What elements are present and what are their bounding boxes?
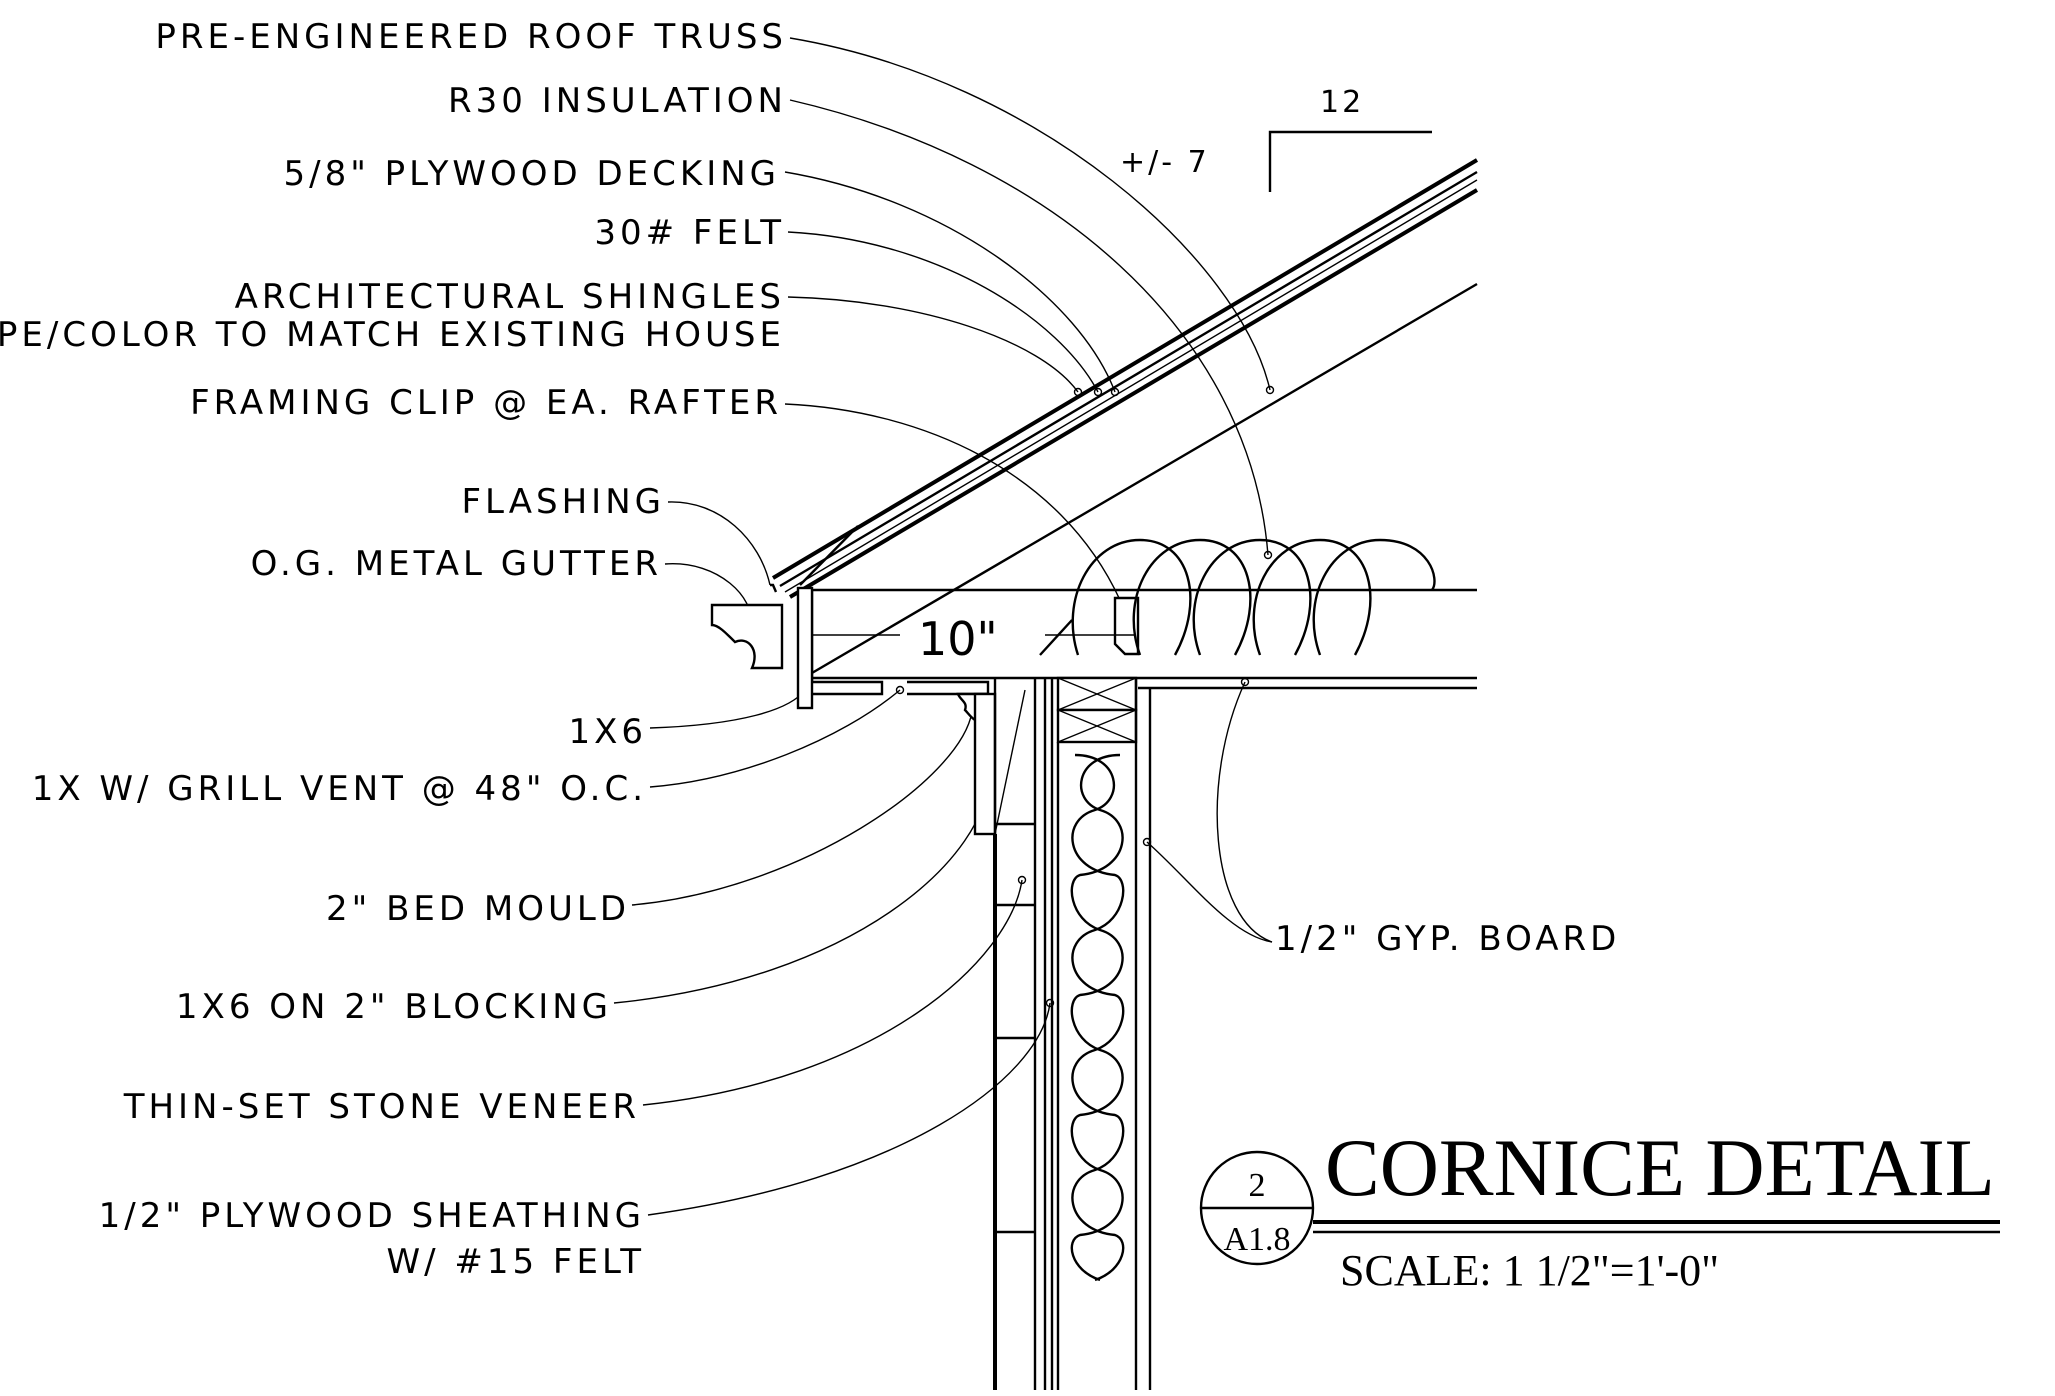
leader-dot (1045, 998, 1055, 1008)
leader-dot (1093, 387, 1103, 397)
label-gyp-board: 1/2" GYP. BOARD (1275, 919, 1620, 959)
leader-sheathing (647, 1002, 1051, 1216)
wall-batt-insulation (1070, 753, 1125, 1282)
slope-rise: +/- 7 (1120, 145, 1210, 180)
leader-grill-vent (649, 689, 901, 788)
leader-gyp-wall (1146, 841, 1273, 943)
slope-run: 12 (1320, 85, 1364, 120)
framing-clip (1113, 596, 1140, 656)
label-felt-30: 30# FELT (594, 213, 785, 253)
leader-decking (784, 171, 1116, 393)
label-stone-veneer: THIN-SET STONE VENEER (123, 1087, 640, 1127)
detail-number: 2 (1249, 1167, 1266, 1204)
leader-gyp-ceiling (1216, 681, 1273, 943)
label-felt-15: W/ #15 FELT (386, 1242, 645, 1282)
leader-bed-mould (631, 711, 973, 906)
leader-insulation (789, 99, 1269, 556)
label-framing-clip: FRAMING CLIP @ EA. RAFTER (190, 383, 782, 423)
label-architectural-shingles: ARCHITECTURAL SHINGLES (235, 277, 785, 317)
leader-flashing (667, 501, 771, 586)
title-block: 2 A1.8 CORNICE DETAIL SCALE: 1 1/2"=1'-0… (1199, 1122, 2000, 1295)
label-plywood-sheathing: 1/2" PLYWOOD SHEATHING (99, 1196, 645, 1236)
label-1x6-blocking: 1X6 ON 2" BLOCKING (176, 987, 612, 1027)
leader-1x6 (649, 689, 806, 729)
leader-felt-30 (787, 231, 1099, 393)
label-metal-gutter: O.G. METAL GUTTER (251, 544, 662, 584)
slope-indicator: 12 +/- 7 (1120, 85, 1432, 192)
leader-dot (1017, 875, 1027, 885)
label-bed-mould: 2" BED MOULD (326, 889, 630, 929)
leader-dot (1265, 385, 1275, 395)
leader-roof-truss (789, 37, 1271, 391)
leader-dot (1263, 550, 1273, 560)
leader-stone-veneer (642, 879, 1023, 1106)
label-r30-insulation: R30 INSULATION (448, 81, 787, 121)
label-plywood-decking: 5/8" PLYWOOD DECKING (284, 154, 781, 194)
leader-dot (895, 685, 905, 695)
sheet-number: A1.8 (1223, 1221, 1290, 1258)
slope-triangle (1268, 130, 1432, 192)
r30-insulation (1071, 538, 1436, 656)
detail-scale: SCALE: 1 1/2"=1'-0" (1340, 1246, 1719, 1295)
wall-assembly (993, 676, 1152, 1390)
dimension-10in: 10" (812, 612, 1135, 666)
callout-labels: PRE-ENGINEERED ROOF TRUSS R30 INSULATION… (0, 17, 1620, 1282)
leader-shingles (787, 296, 1079, 393)
label-1x6: 1X6 (568, 712, 647, 752)
bed-mould (956, 678, 997, 836)
og-metal-gutter (710, 583, 784, 670)
detail-title: CORNICE DETAIL (1325, 1122, 1995, 1213)
leader-1x6-blocking (613, 769, 991, 1004)
dimension-text: 10" (918, 612, 998, 666)
fascia-1x6 (796, 586, 814, 710)
label-shingles-match: TYPE/COLOR TO MATCH EXISTING HOUSE (0, 315, 785, 355)
label-roof-truss: PRE-ENGINEERED ROOF TRUSS (155, 17, 787, 57)
label-grill-vent: 1X W/ GRILL VENT @ 48" O.C. (32, 769, 647, 809)
roof-assembly (771, 158, 1479, 710)
label-flashing: FLASHING (462, 482, 666, 522)
